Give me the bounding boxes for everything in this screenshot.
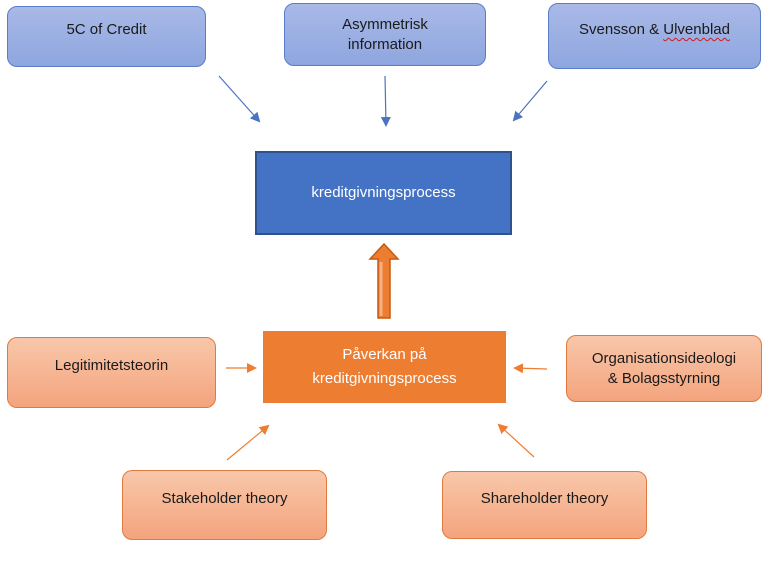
legitimacy-label: Legitimitetsteorin — [54, 357, 169, 374]
arrow-ideology-to-influence — [513, 363, 548, 374]
spellcheck-underlined-word: Ulvenblad — [663, 21, 730, 38]
arrow-asymmetry-to-process — [380, 75, 391, 127]
asymmetric-information-box: Asymmetrisk information — [284, 3, 486, 66]
shareholder-label: Shareholder theory — [480, 490, 609, 507]
influence-label-line2: kreditgivningsprocess — [312, 370, 457, 387]
svensson-ulvenblad-box: Svensson & Ulvenblad — [548, 3, 761, 69]
influence-label-line1: Påverkan på — [342, 346, 427, 363]
stakeholder-label: Stakeholder theory — [161, 490, 288, 507]
arrow-credit-to-process — [218, 75, 261, 123]
asymmetric-label-line2: information — [347, 35, 423, 53]
influence-box: Påverkan på kreditgivningsprocess — [263, 331, 506, 403]
credit-process-label: kreditgivningsprocess — [311, 184, 456, 201]
arrow-svensson-to-process — [512, 80, 548, 122]
credit-box: 5C of Credit — [7, 6, 206, 67]
ideology-label-line2: & Bolagsstyrning — [607, 369, 721, 387]
ideology-label-line1: Organisationsideologi — [591, 349, 737, 367]
ideology-governance-box: Organisationsideologi & Bolagsstyrning — [566, 335, 762, 402]
svensson-label: Svensson & Ulvenblad — [579, 21, 730, 38]
asymmetric-label-line1: Asymmetrisk — [342, 15, 428, 33]
shareholder-theory-box: Shareholder theory — [442, 471, 647, 539]
stakeholder-theory-box: Stakeholder theory — [122, 470, 327, 540]
credit-label: 5C of Credit — [66, 21, 147, 38]
arrow-influence-to-process — [368, 242, 400, 319]
credit-process-box: kreditgivningsprocess — [255, 151, 512, 235]
arrow-shareholder-to-influence — [497, 423, 535, 458]
arrow-stakeholder-to-influence — [226, 424, 270, 461]
legitimacy-theory-box: Legitimitetsteorin — [7, 337, 216, 408]
